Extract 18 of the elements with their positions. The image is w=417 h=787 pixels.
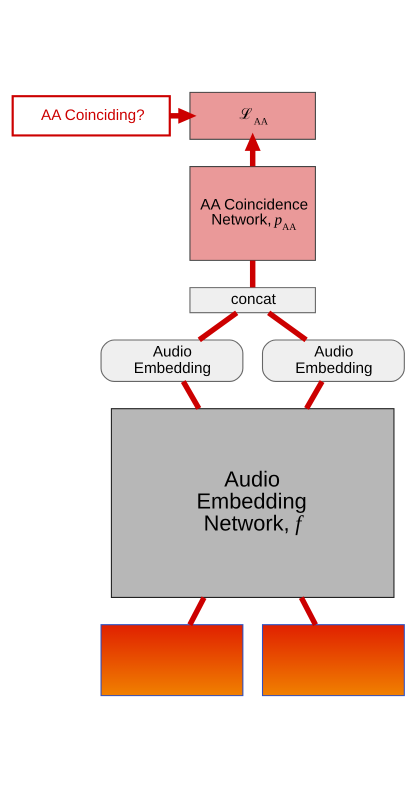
node-box: AA Coinciding? [12, 94, 171, 136]
arrow [244, 132, 261, 166]
node-picture [262, 624, 405, 696]
connector [180, 380, 202, 410]
node-box: ℒ$_{AA}$ [189, 91, 316, 140]
connector [250, 260, 256, 287]
connector [187, 596, 206, 626]
connector [298, 596, 318, 626]
node-box: AA Coincidence Network, p$_{AA}$ [189, 166, 316, 260]
node-box: Audio Embedding [262, 338, 405, 382]
node-box: Audio Embedding Network, f [110, 408, 394, 598]
node-picture [100, 624, 244, 696]
connector [304, 380, 324, 410]
node-box: Audio Embedding [100, 338, 244, 382]
connector [267, 310, 308, 342]
node-box: concat [189, 286, 316, 313]
arrow [170, 107, 197, 124]
connector [198, 310, 238, 342]
